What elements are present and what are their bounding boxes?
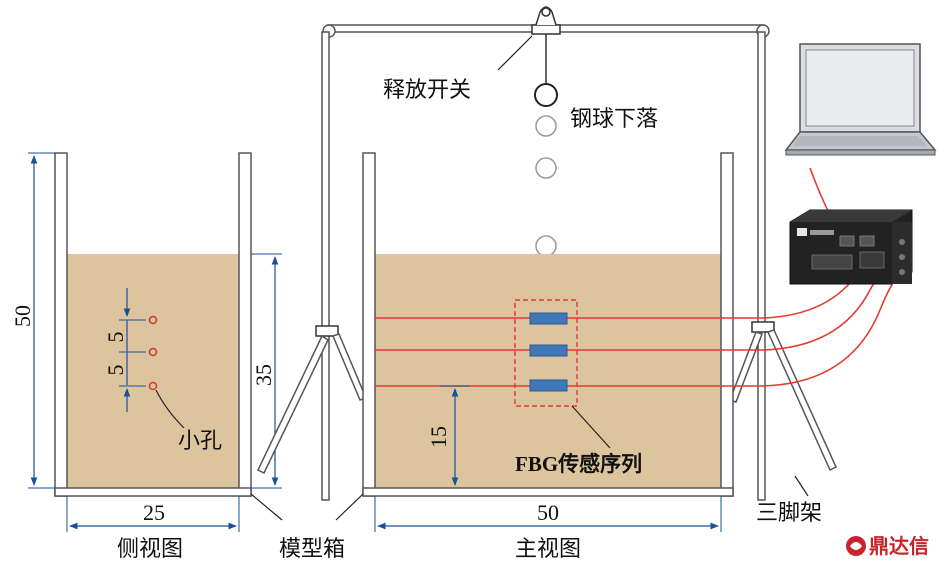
side-width-dimension: 25 (66, 496, 240, 532)
hole-spacing-label-2: 5 (103, 365, 128, 376)
release-switch-label: 释放开关 (383, 78, 471, 103)
sensor-group-box (514, 299, 578, 407)
tripod-label: 三脚架 (756, 501, 822, 526)
fiber-laptop (809, 167, 831, 216)
side-height-dimension: 50 (10, 152, 55, 489)
side-bottom (54, 487, 252, 497)
sensor-height-label: 15 (426, 426, 451, 448)
tripod-frame (257, 6, 837, 501)
main-left-wall (362, 152, 376, 497)
hole-spacing-label-1: 5 (103, 332, 128, 343)
laptop-icon (784, 43, 937, 156)
falling-balls (534, 83, 558, 257)
ball-1 (534, 83, 558, 107)
side-view-label: 侧视图 (117, 537, 183, 562)
fbg-sensor-array (514, 299, 611, 449)
ball-4 (535, 235, 557, 257)
main-width-dimension: 50 (374, 496, 722, 532)
side-sand-label: 35 (251, 364, 276, 386)
sensor-height-dimension: 15 (426, 385, 470, 486)
fbg-array-label: FBG传感序列 (515, 452, 642, 476)
watermark-logo (846, 536, 866, 556)
side-right-wall (238, 152, 252, 497)
watermark-text: 鼎达信 (869, 534, 929, 558)
sensor-2 (529, 344, 568, 357)
hole-2 (148, 347, 158, 357)
ball-2 (535, 115, 557, 137)
side-width-label: 25 (143, 500, 165, 525)
side-sand (67, 254, 239, 488)
sensor-1 (529, 312, 568, 325)
main-view-box (362, 152, 734, 497)
side-view-box (54, 152, 252, 497)
side-left-wall (54, 152, 68, 497)
sensor-3 (529, 379, 568, 392)
main-width-label: 50 (537, 500, 559, 525)
side-height-label: 50 (10, 305, 35, 327)
main-sand (375, 254, 721, 488)
main-right-wall (720, 152, 734, 497)
hole-1 (148, 315, 158, 325)
main-view-label: 主视图 (515, 537, 581, 562)
model-box-label: 模型箱 (279, 537, 345, 562)
main-bottom (362, 487, 734, 497)
side-holes (148, 315, 185, 429)
ball-3 (535, 157, 557, 179)
interrogator-icon (789, 209, 913, 285)
small-hole-label: 小孔 (178, 429, 222, 454)
ball-drop-label: 钢球下落 (570, 107, 658, 132)
hole-3 (148, 381, 158, 391)
hole-spacing-dimension: 5 5 (103, 288, 146, 412)
